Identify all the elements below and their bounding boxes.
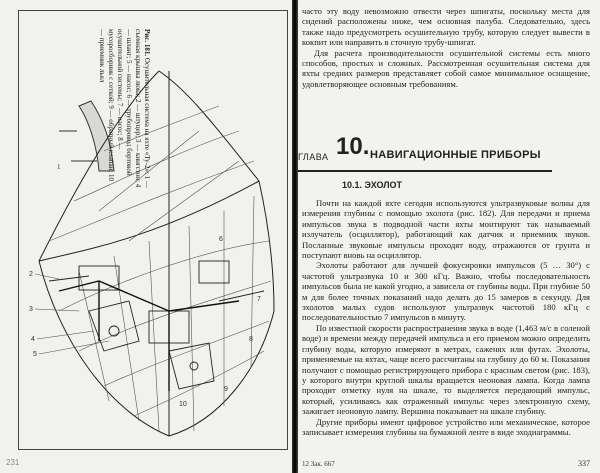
section-heading: 10.1. ЭХОЛОТ xyxy=(342,180,403,190)
svg-text:3: 3 xyxy=(29,306,33,313)
printer-signature: 12 Зак. 667 xyxy=(302,459,335,468)
chapter-word: ГЛАВА xyxy=(298,152,329,162)
right-page: часто эту воду невозможно отвести через … xyxy=(298,0,600,473)
svg-text:7: 7 xyxy=(257,296,261,303)
svg-text:9: 9 xyxy=(224,386,228,393)
body-paragraph: По известной скорости распространения зв… xyxy=(302,322,590,417)
left-page-number: 231 xyxy=(6,458,20,467)
body-paragraph: Почти на каждой яхте сегодня используютс… xyxy=(302,198,590,261)
svg-text:8: 8 xyxy=(249,336,253,343)
svg-text:2: 2 xyxy=(29,271,33,278)
body-paragraph: Другие приборы имеют цифровое устройство… xyxy=(302,416,590,437)
svg-text:10: 10 xyxy=(179,401,187,408)
svg-text:5: 5 xyxy=(33,351,37,358)
intro-paragraph: часто эту воду невозможно отвести через … xyxy=(302,6,590,48)
body-text: Почти на каждой яхте сегодня используютс… xyxy=(302,198,590,437)
svg-text:1: 1 xyxy=(57,163,61,171)
book-spine xyxy=(292,0,298,473)
chapter-heading: ГЛАВА 10. НАВИГАЦИОННЫЕ ПРИБОРЫ xyxy=(298,133,598,174)
figure-caption: Рис. 181. Осушительная система на яхте «… xyxy=(41,29,151,189)
left-page: 1 xyxy=(0,0,292,473)
figure-frame: 1 xyxy=(18,10,288,450)
svg-text:4: 4 xyxy=(31,336,35,343)
chapter-title: НАВИГАЦИОННЫЕ ПРИБОРЫ xyxy=(370,149,541,161)
chapter-rule xyxy=(298,170,552,172)
body-paragraph: Эхолоты работают для лучшей фокусировки … xyxy=(302,260,590,323)
yacht-drainage-drawing: 1 xyxy=(29,70,275,437)
right-page-number: 337 xyxy=(578,458,590,468)
chapter-number: 10. xyxy=(336,133,370,160)
intro-paragraph: Для расчета производительности осушитель… xyxy=(302,47,590,89)
figure-caption-label: Рис. 181. xyxy=(143,29,151,57)
intro-text: часто эту воду невозможно отвести через … xyxy=(302,6,590,89)
svg-text:6: 6 xyxy=(219,236,223,243)
